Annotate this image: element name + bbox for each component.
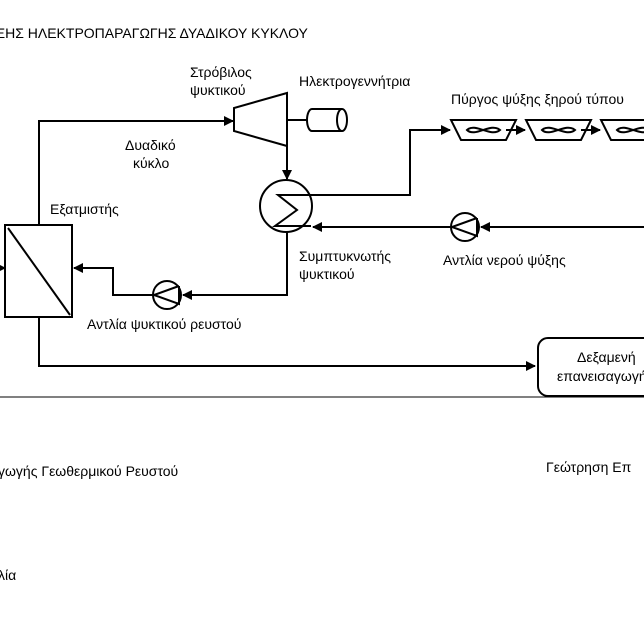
tank-label: επανεισαγωγής	[557, 368, 644, 384]
cooling-pump-label: Αντλία νερού ψύξης	[443, 252, 566, 268]
evaporator	[4, 224, 73, 318]
cooling-water-pump-icon	[449, 212, 480, 242]
production-well-label: γωγής Γεωθερμικού Ρευστού	[0, 463, 178, 479]
generator-label: Ηλεκτρογεννήτρια	[299, 73, 410, 89]
condenser-label: Συμπτυκνωτής	[299, 248, 391, 264]
reinjection-well-label: Γεώτρηση Επ	[546, 459, 632, 475]
cooling-tower-1	[449, 119, 518, 141]
turbine-label: ψυκτικού	[190, 82, 246, 98]
turbine	[233, 91, 288, 148]
fluid-pump-label: Αντλία ψυκτικού ρευστού	[87, 316, 241, 332]
tank-label: Δεξαμενή	[577, 349, 636, 365]
cooling-tower-3	[599, 119, 644, 141]
binary-cycle-label: Δυαδικό	[125, 137, 176, 153]
condenser	[259, 179, 313, 233]
condensate-line	[182, 232, 288, 300]
brine-to-tank-line	[38, 317, 536, 371]
vapor-line	[38, 116, 234, 225]
diagram-title: ΞΗΣ ΗΛΕΚΤΡΟΠΑΡΑΓΩΓΗΣ ΔΥΑΔΙΚΟΥ ΚΥΚΛΟΥ	[0, 25, 309, 41]
turbine-label: Στρόβιλος	[190, 64, 252, 80]
cooling-tower-2	[524, 119, 593, 141]
generator-icon	[306, 108, 348, 132]
bottom-left-label: λία	[0, 567, 16, 583]
cooling-water-out-line	[311, 125, 451, 196]
pump-to-evaporator-line	[73, 263, 153, 296]
binary-cycle-label: κύκλο	[133, 155, 169, 171]
evaporator-label: Εξατμιστής	[50, 201, 119, 217]
condenser-label: ψυκτικού	[299, 266, 355, 282]
working-fluid-pump-icon	[151, 280, 182, 310]
cooling-tower-label: Πύργος ψύξης ξηρού τύπου	[451, 91, 624, 107]
reinjection-tank	[537, 337, 644, 397]
